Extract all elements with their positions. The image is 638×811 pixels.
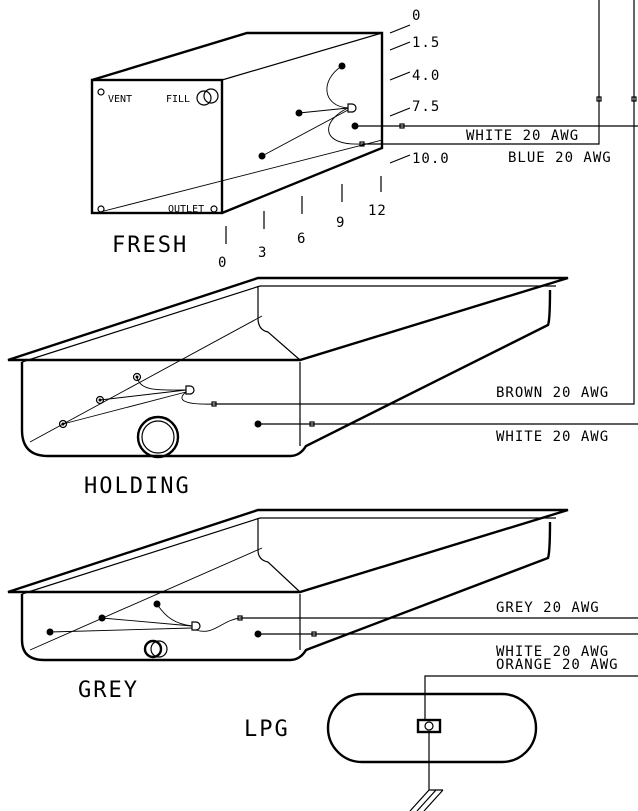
vent-label: VENT [108, 94, 132, 105]
scale-tick-4 [389, 154, 411, 164]
grey-tank-rim [7, 508, 569, 594]
fresh-corner-port-icon [97, 205, 105, 213]
scale-tick-2 [389, 71, 411, 81]
fill-label: FILL [166, 94, 190, 105]
holding-tank-label: HOLDING [84, 474, 191, 499]
fresh-tank [90, 24, 411, 244]
holding-white-splice-icon [309, 421, 315, 427]
fresh-blue-riser-icon [596, 96, 602, 102]
holding-outlet-icon [136, 415, 180, 459]
scale-label-0: 0 [412, 8, 421, 24]
bottom-label-2: 6 [297, 231, 306, 247]
grey-wire-a [156, 603, 193, 627]
holding-tank-rim [7, 276, 569, 362]
grey-white-wire-label: WHITE 20 AWG [496, 644, 609, 660]
scale-label-3: 7.5 [412, 99, 440, 115]
lpg-orange-wire-label: ORANGE 20 AWG [496, 657, 619, 673]
holding-tank [7, 276, 569, 459]
holding-riser-splice-icon [631, 96, 637, 102]
grey-tank-rim-inner [21, 517, 556, 595]
holding-tank-back-corner [257, 286, 301, 361]
grey-wire-c [49, 627, 193, 633]
fresh-tank-label: FRESH [112, 233, 188, 258]
fresh-blue-wire [362, 0, 600, 145]
grey-wire-b [101, 617, 193, 627]
holding-brown-wire-label: BROWN 20 AWG [496, 385, 609, 401]
bottom-label-3: 9 [336, 215, 345, 231]
grey-tank-inner-line [29, 547, 263, 651]
scale-tick-3 [389, 107, 411, 117]
grey-tank-back-corner [257, 518, 301, 593]
lpg-ground-icon [409, 732, 444, 811]
fill-port-icon [196, 90, 212, 106]
fresh-tank-front-face [90, 78, 224, 215]
vent-port-icon [97, 88, 105, 96]
fresh-white-wire-label: WHITE 20 AWG [466, 128, 579, 144]
fresh-tank-top-edge [221, 32, 383, 81]
holding-brown-wire [214, 380, 635, 405]
scale-tick-1 [389, 41, 411, 51]
scale-label-2: 4.0 [412, 68, 440, 84]
outlet-port-icon [210, 205, 218, 213]
holding-tank-inner-line [29, 315, 263, 443]
grey-white-splice-icon [311, 631, 317, 637]
grey-tank [7, 508, 569, 662]
scale-label-4: 10.0 [412, 151, 450, 167]
scale-label-1: 1.5 [412, 35, 440, 51]
grey-wire-d [195, 617, 241, 632]
holding-wire-c [62, 391, 187, 425]
lpg-tank [326, 675, 638, 811]
bottom-label-0: 0 [218, 255, 227, 271]
grey-wiring [237, 615, 638, 637]
holding-wiring [211, 380, 638, 427]
fresh-wire-a [326, 65, 349, 109]
lpg-tank-label: LPG [244, 717, 290, 742]
grey-tank-label: GREY [78, 678, 139, 703]
holding-wire-b [99, 389, 187, 401]
fresh-wiring [355, 0, 638, 380]
holding-tank-body [20, 289, 552, 458]
grey-grey-wire-label: GREY 20 AWG [496, 600, 600, 616]
fresh-connector-icon [347, 103, 357, 113]
outlet-label: OUTLET [168, 204, 204, 215]
holding-wire-a [136, 376, 187, 391]
holding-connector-icon [185, 385, 195, 395]
lpg-tank-body [326, 692, 538, 764]
holding-white-wire-label: WHITE 20 AWG [496, 429, 609, 445]
grey-outlet-cap-icon [150, 640, 168, 658]
bottom-label-4: 12 [368, 203, 387, 219]
holding-brown-splice-icon [211, 401, 217, 407]
holding-sensor-c-icon [58, 419, 68, 429]
fresh-tank-inner-line [99, 139, 383, 213]
fresh-blue-wire-label: BLUE 20 AWG [508, 150, 612, 166]
fresh-tank-outline [91, 31, 384, 215]
bottom-label-1: 3 [258, 245, 267, 261]
grey-grey-splice-icon [237, 615, 243, 621]
scale-tick-0 [389, 24, 411, 34]
fill-port-cap-icon [203, 88, 219, 104]
holding-wire-d [181, 391, 215, 405]
lpg-sender-dial-icon [424, 721, 434, 731]
grey-outlet-icon [143, 639, 163, 659]
grey-tank-body [20, 521, 552, 662]
fresh-wire-b [298, 107, 349, 114]
lpg-orange-wire [424, 675, 638, 720]
grey-connector-icon [191, 621, 201, 631]
fresh-wire-d [328, 107, 363, 145]
holding-tank-rim-inner [21, 285, 556, 363]
holding-outlet-inner-icon [141, 420, 175, 454]
holding-sensor-a-icon [132, 372, 142, 382]
fresh-blue-splice-icon [359, 141, 365, 147]
fresh-white-splice-icon [399, 123, 405, 129]
